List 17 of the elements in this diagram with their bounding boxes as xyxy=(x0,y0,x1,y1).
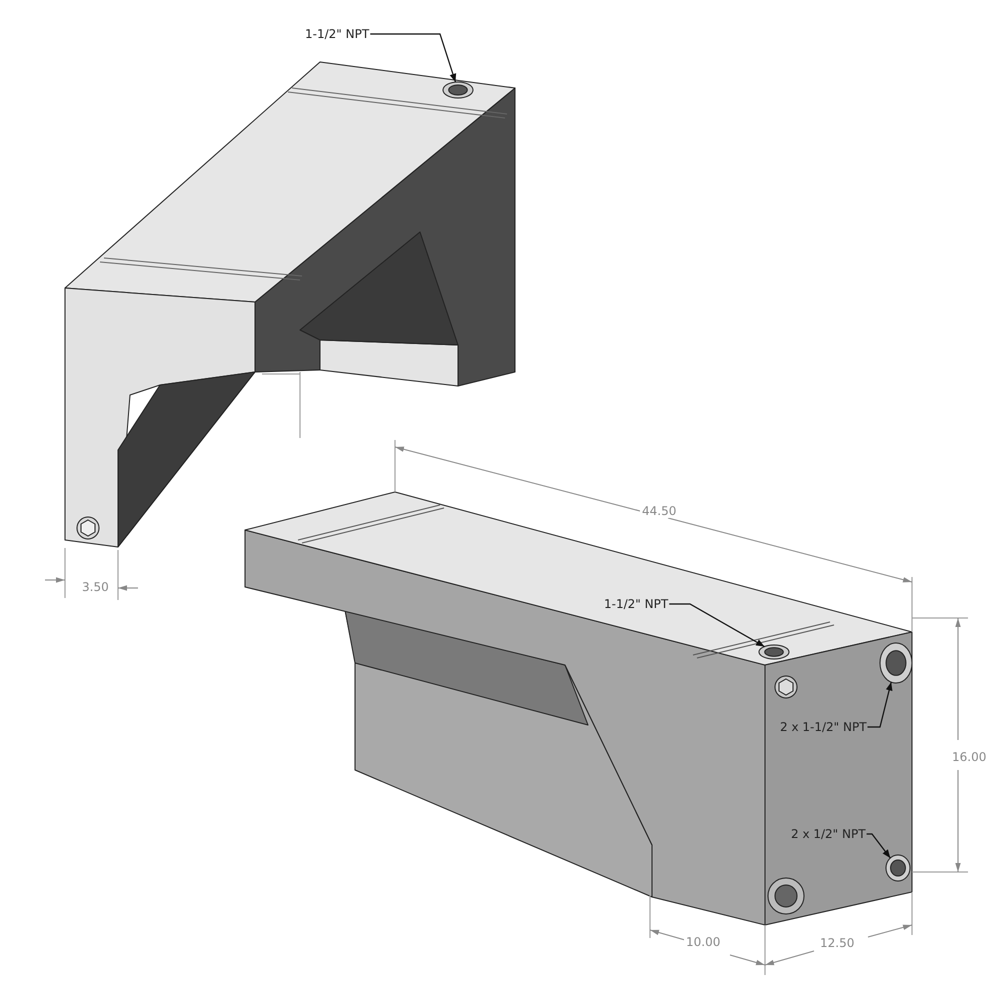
pipe-fitting xyxy=(758,644,790,660)
pipe-fitting xyxy=(879,642,913,684)
callout-text: 1-1/2" NPT xyxy=(604,597,668,611)
dimension-value: 3.50 xyxy=(80,580,111,594)
callout-text: 2 x 1-1/2" NPT xyxy=(780,720,867,734)
callout-text: 1-1/2" NPT xyxy=(305,27,370,41)
dimension-value: 44.50 xyxy=(640,504,678,518)
leader-line xyxy=(669,603,765,648)
leader-line xyxy=(868,682,892,728)
callout-text: 2 x 1/2" NPT xyxy=(791,827,866,841)
leader-line xyxy=(866,833,891,858)
dimension-value: 12.50 xyxy=(818,936,856,950)
dimension-value: 16.00 xyxy=(950,750,988,764)
pipe-fitting xyxy=(442,81,474,99)
leader-line xyxy=(370,33,456,82)
dimension-value: 10.00 xyxy=(684,935,722,949)
pipe-fitting xyxy=(885,854,911,882)
